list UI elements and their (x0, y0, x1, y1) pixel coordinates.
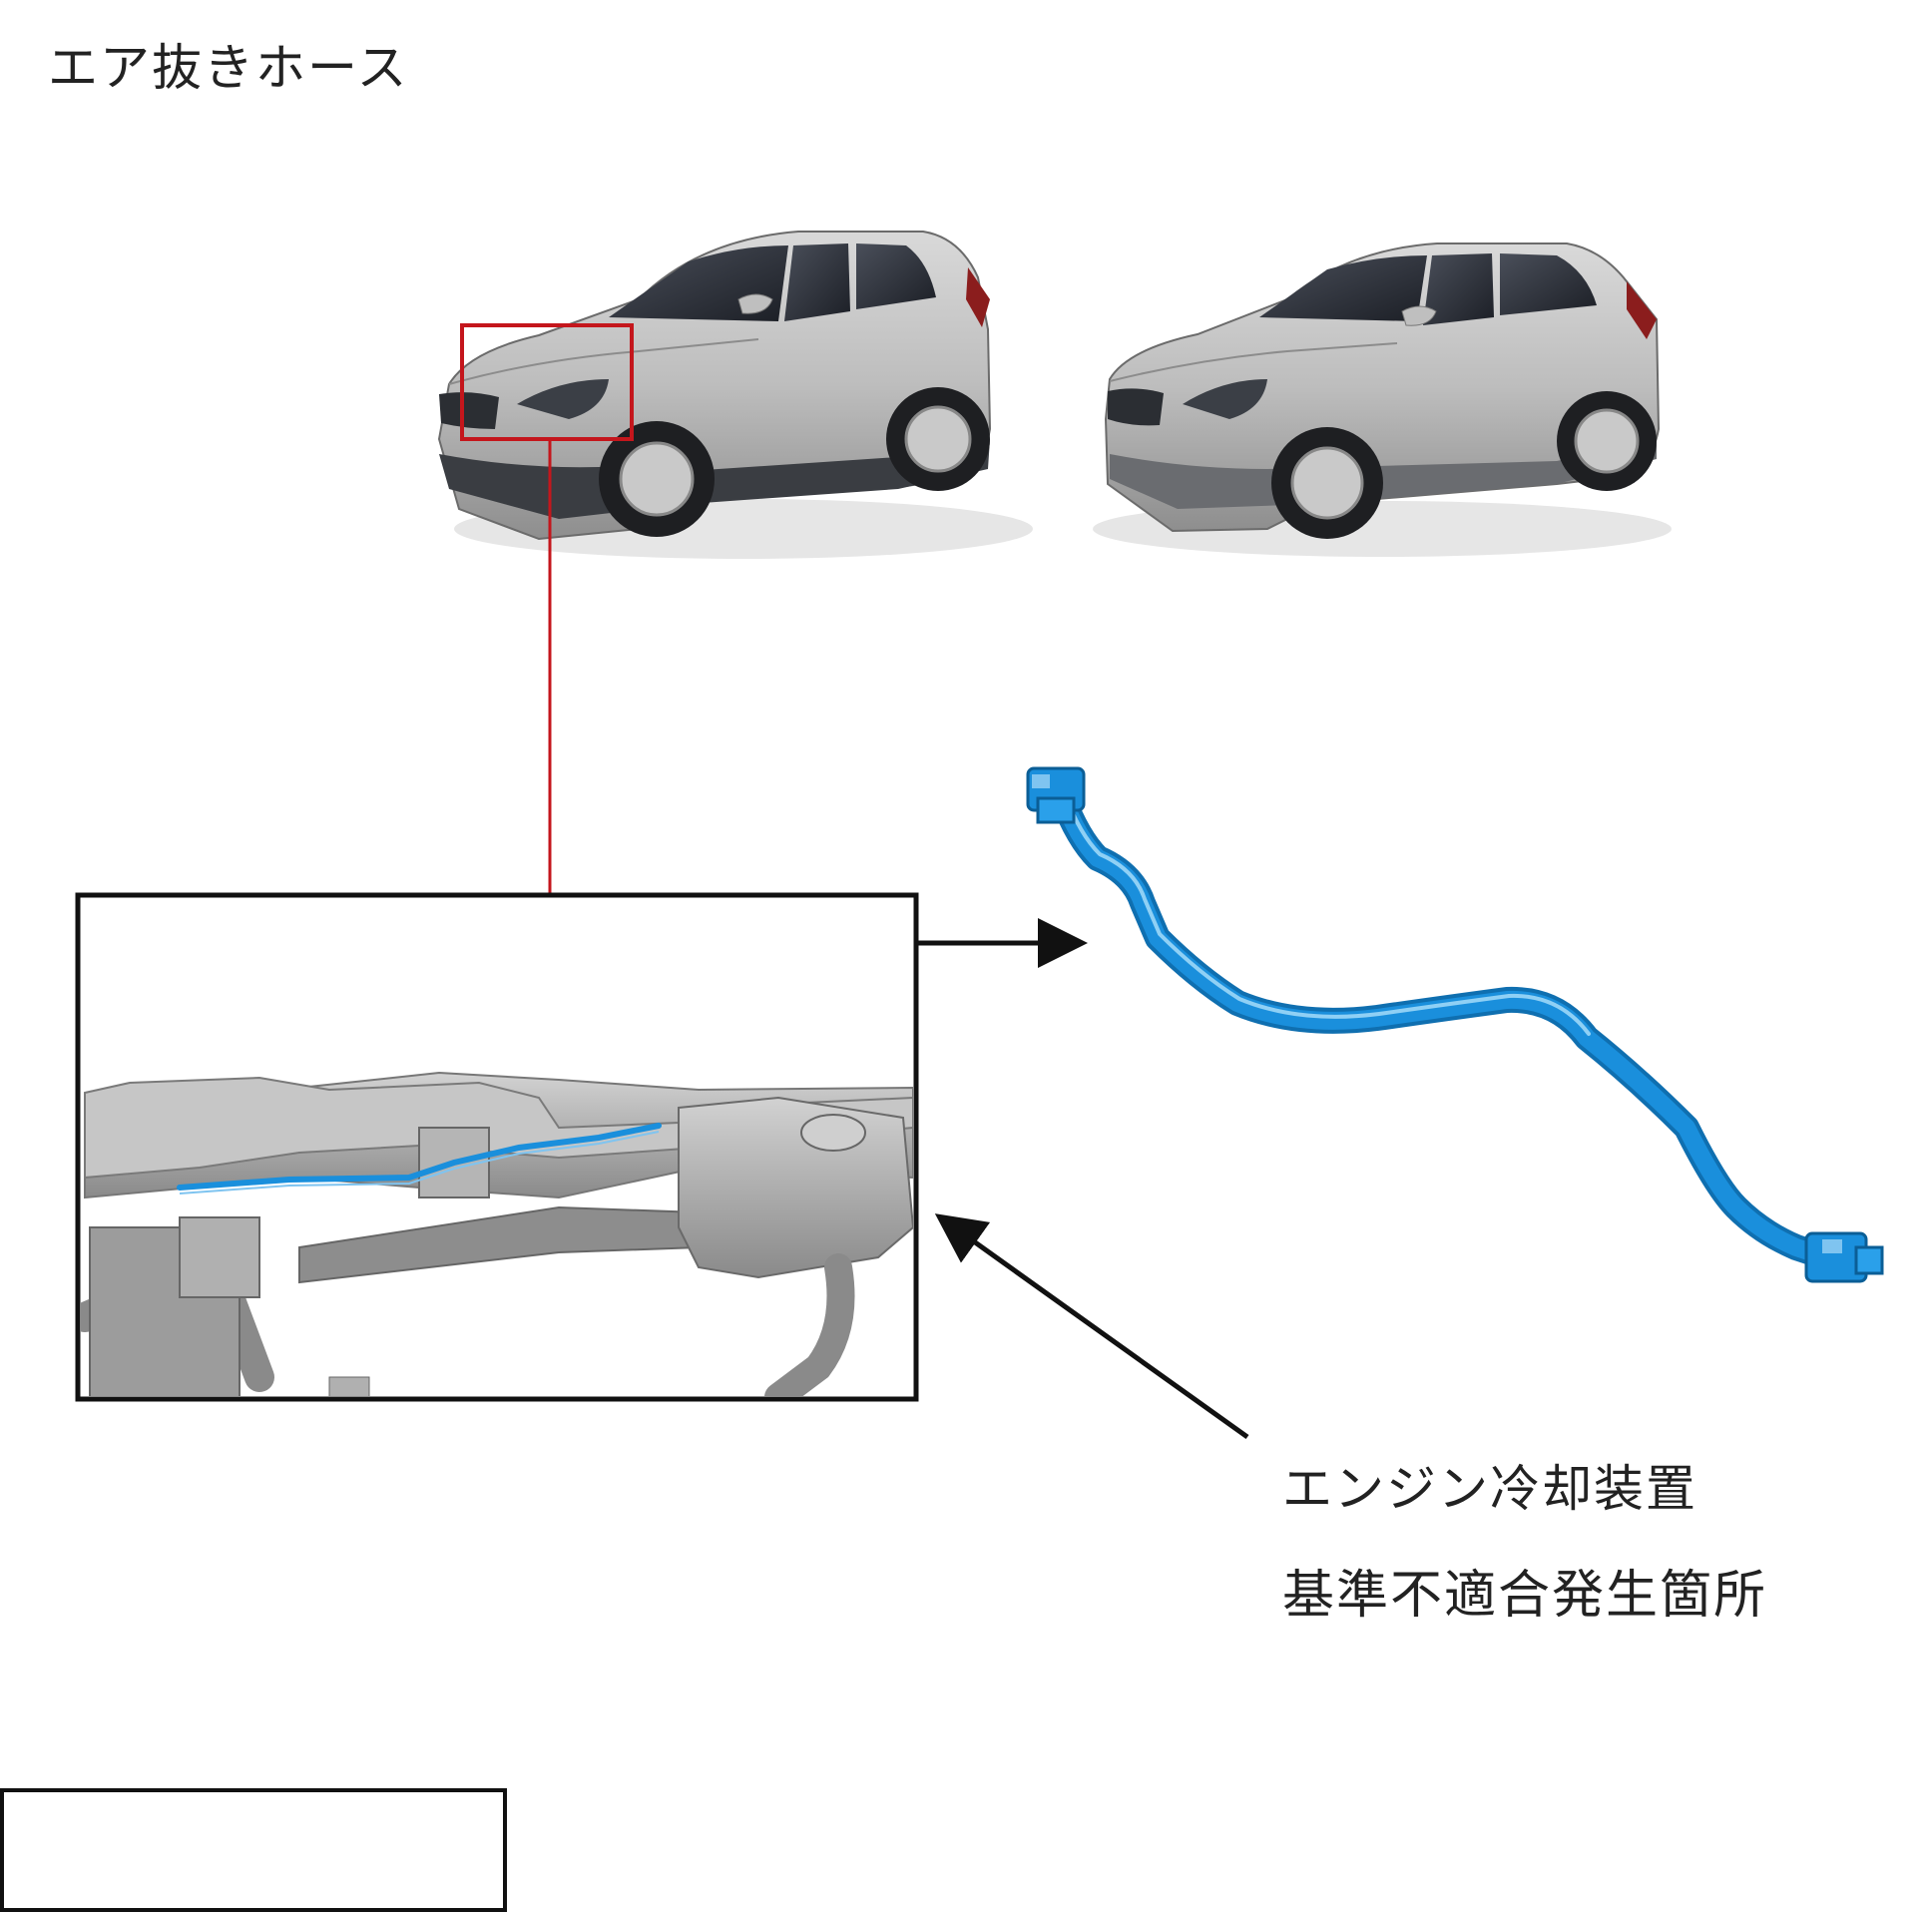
hose-label-text: エア抜きホース (48, 39, 409, 97)
location-label-line2: 基準不適合発生箇所 (1282, 1566, 1768, 1626)
air-bleed-hose-part (1026, 766, 1884, 1283)
engine-detail-panel (75, 892, 919, 1402)
hose-connector-bottom (1804, 1231, 1884, 1283)
arrow-to-detail (934, 1213, 1249, 1440)
hose-label-box: エア抜きホース (0, 39, 507, 1912)
car-illustration-1 (437, 231, 1033, 559)
highlight-box (460, 323, 634, 441)
car-illustration-2 (1093, 242, 1672, 557)
hose-connector-top (1026, 766, 1086, 824)
location-label-line1: エンジン冷却装置 (1282, 1460, 1697, 1518)
diagram-stage: エア抜きホース エンジン冷却装置 基準不適合発生箇所 (0, 39, 1884, 1912)
